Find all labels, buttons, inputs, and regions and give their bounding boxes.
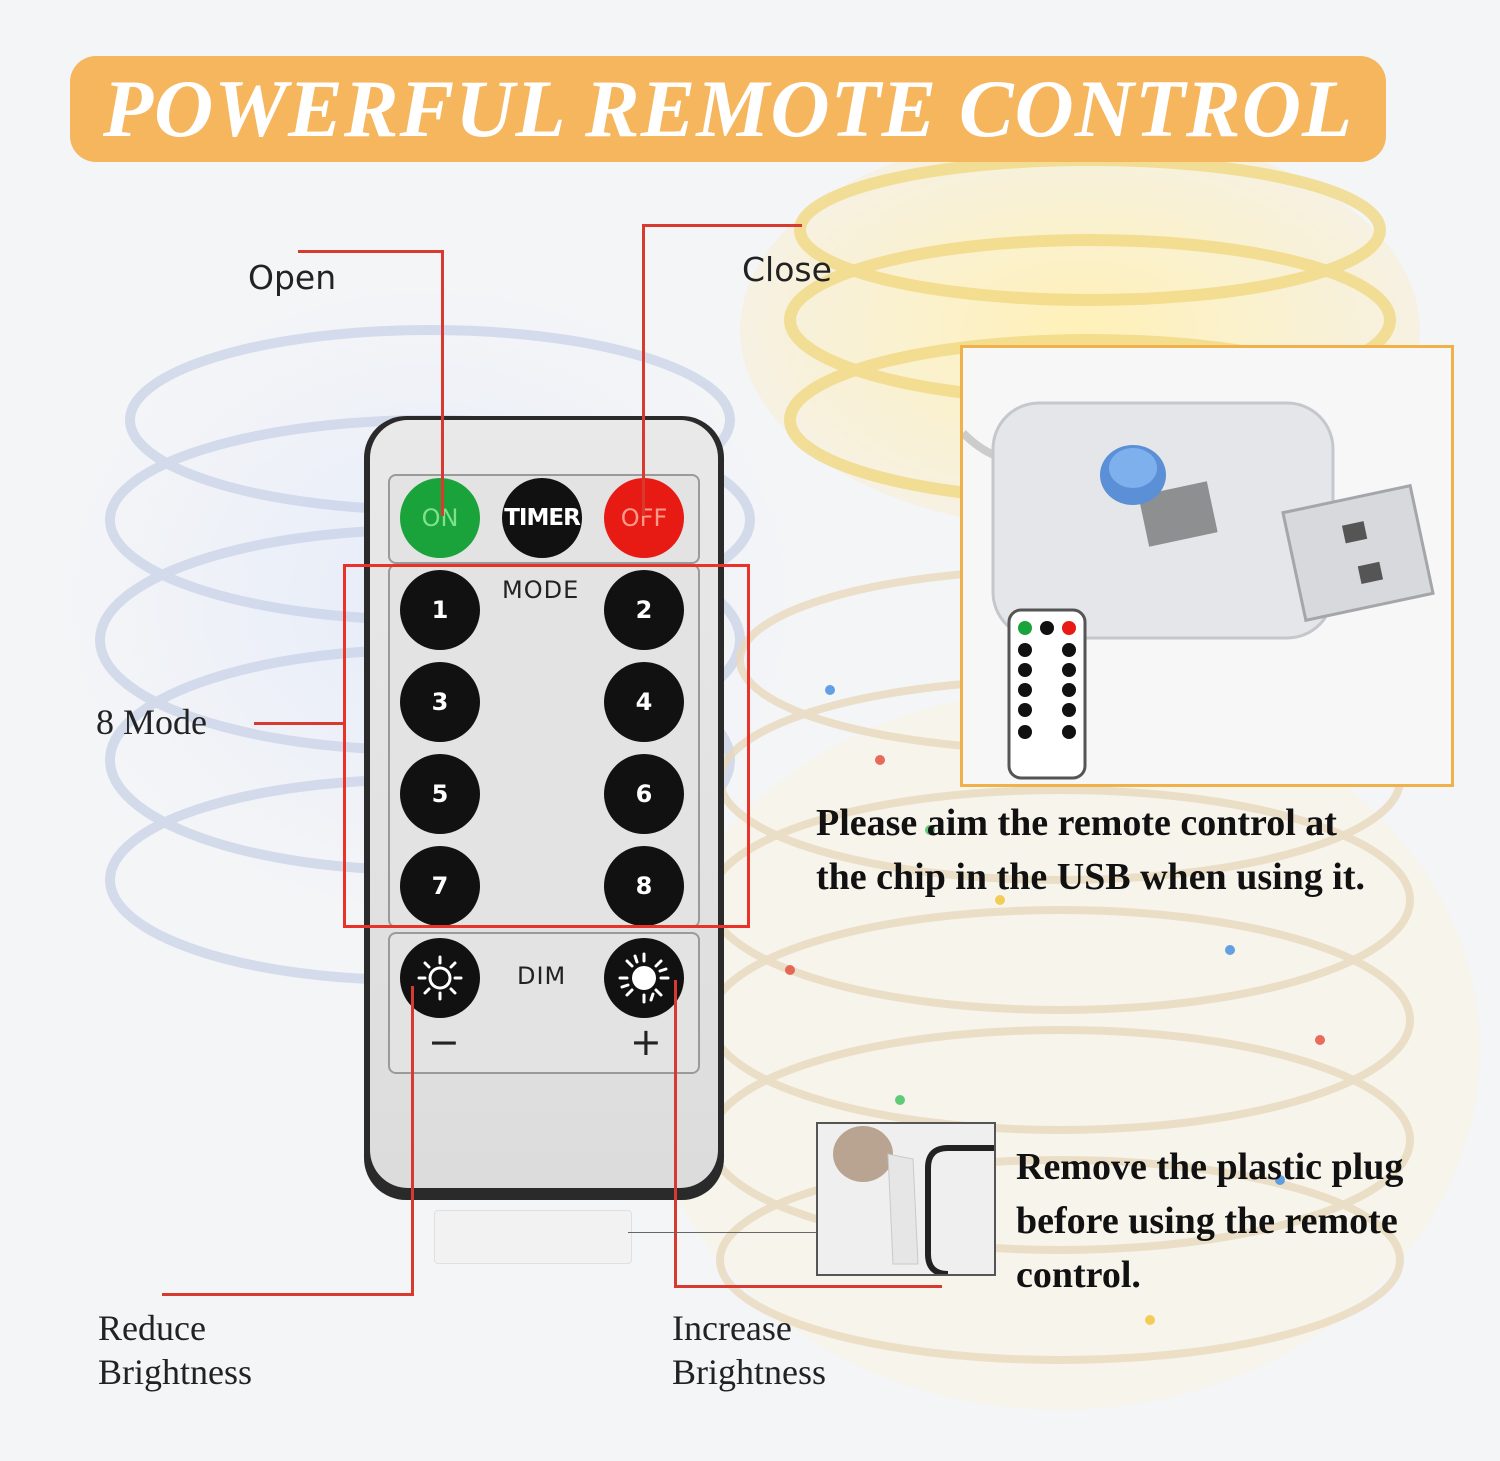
on-button[interactable]: ON [400,478,480,558]
open-callout-line-v [441,250,444,516]
increase-brightness-label: Increase Brightness [672,1306,826,1394]
plug-pointer-line [628,1232,816,1233]
sun-small-icon [417,955,463,1001]
reduce-callout-line-h [162,1293,414,1296]
battery-pull-tab [434,1210,632,1264]
usb-inset-frame [960,345,1454,787]
close-label: Close [742,250,832,289]
mode-callout-line [254,722,344,725]
usb-aim-note: Please aim the remote control at the chi… [816,796,1365,904]
mode-6-button[interactable]: 6 [604,754,684,834]
plug-removal-note: Remove the plastic plug before using the… [1016,1140,1403,1302]
plug-note-line-1: Remove the plastic plug [1016,1146,1404,1188]
plug-note-line-2: before using the remote [1016,1200,1398,1242]
mode-2-button[interactable]: 2 [604,570,684,650]
reduce-label-line-1: Reduce [98,1308,206,1348]
mode-8-button[interactable]: 8 [604,846,684,926]
increase-callout-line-v [674,980,677,1288]
increase-label-line-1: Increase [672,1308,792,1348]
plug-removal-illustration [818,1124,994,1277]
open-callout-line-h [298,250,444,253]
dim-panel-label: DIM [517,962,567,990]
mode-highlight-box [343,564,750,928]
increase-label-line-2: Brightness [672,1352,827,1392]
dim-up-button[interactable] [604,938,684,1018]
sun-large-icon [618,952,670,1004]
banner-title: POWERFUL REMOTE CONTROL [102,63,1354,154]
mode-label: 8 Mode [96,702,207,742]
close-callout-line-h [642,224,802,227]
mode-3-button[interactable]: 3 [400,662,480,742]
reduce-label-line-2: Brightness [98,1352,253,1392]
mode-panel-label: MODE [502,576,580,604]
plug-note-line-3: control. [1016,1254,1141,1296]
mode-7-button[interactable]: 7 [400,846,480,926]
usb-receiver-illustration [960,401,1435,780]
mode-5-button[interactable]: 5 [400,754,480,834]
mode-4-button[interactable]: 4 [604,662,684,742]
increase-callout-line-h [674,1285,942,1288]
usb-note-line-1: Please aim the remote control at [816,802,1337,844]
open-label: Open [248,258,337,297]
mode-1-button[interactable]: 1 [400,570,480,650]
plus-sign: + [630,1020,662,1064]
reduce-brightness-label: Reduce Brightness [98,1306,252,1394]
timer-button[interactable]: TIMER [502,478,582,558]
minus-sign: − [428,1020,460,1064]
close-callout-line-v [642,224,645,516]
reduce-callout-line-v [411,986,414,1296]
title-banner: POWERFUL REMOTE CONTROL [70,56,1386,162]
plastic-plug-inset [816,1122,996,1277]
usb-note-line-2: the chip in the USB when using it. [816,856,1366,898]
